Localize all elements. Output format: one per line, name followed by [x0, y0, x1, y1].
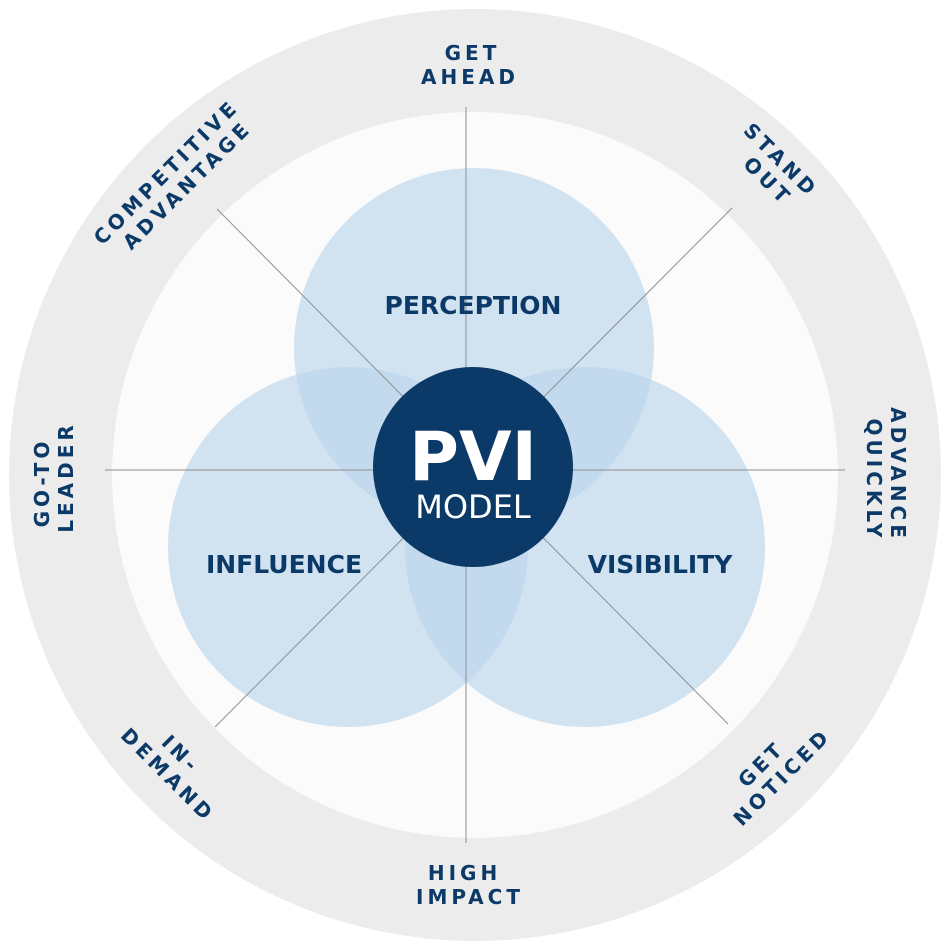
influence-label: INFLUENCE: [206, 550, 362, 579]
label-get-ahead: GET AHEAD: [421, 41, 519, 89]
label-advance-quickly: ADVANCE QUICKLY: [862, 407, 910, 553]
svg-text:ADVANCE QUICKLY: ADVANCE QUICKLY: [862, 407, 910, 553]
svg-text:GO-TO LEADER: GO-TO LEADER: [30, 421, 78, 533]
perception-label: PERCEPTION: [385, 291, 562, 320]
center-badge: [373, 367, 573, 567]
label-go-to-leader: GO-TO LEADER: [30, 421, 78, 533]
label-high-impact: HIGH IMPACT: [416, 861, 524, 909]
center-subtitle: MODEL: [415, 488, 531, 526]
visibility-label: VISIBILITY: [588, 550, 734, 579]
center-title: PVI: [409, 418, 537, 497]
